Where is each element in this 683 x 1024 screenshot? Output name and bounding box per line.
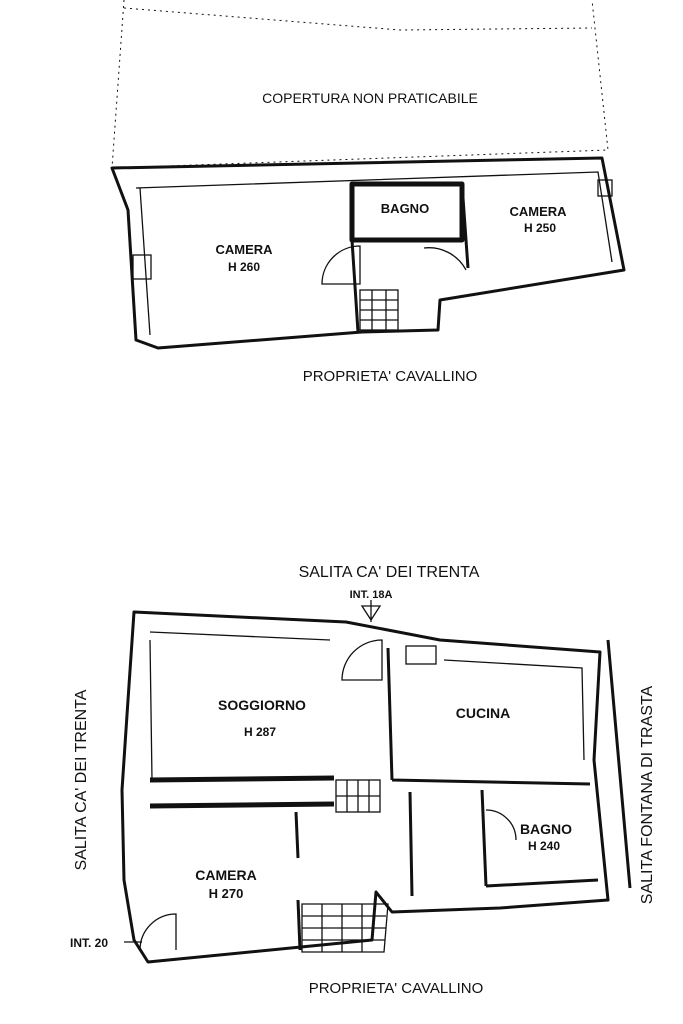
upper-partition (350, 183, 470, 333)
lower-door-bathroom (485, 809, 517, 841)
lower-floor-plan: SALITA CA' DEI TRENTA INT. 18A SALITA CA… (70, 564, 656, 997)
bedroom-height: H 270 (209, 886, 244, 901)
upper-inner-wall-line (135, 171, 613, 336)
lower-door-entrance (341, 639, 383, 681)
living-room-name: SOGGIORNO (218, 697, 306, 713)
roof-label: COPERTURA NON PRATICABILE (262, 90, 478, 106)
entrance-top-marker (360, 600, 382, 622)
upper-room-left-height: H 260 (228, 260, 260, 274)
upper-bathroom-walls (349, 181, 465, 243)
entrance-top-label: INT. 18A (350, 589, 393, 601)
street-left-label: SALITA CA' DEI TRENTA (73, 689, 90, 870)
bedroom-name: CAMERA (195, 867, 256, 883)
window-right (597, 179, 613, 197)
living-room-height: H 287 (244, 725, 276, 739)
upper-bathroom-label: BAGNO (381, 201, 429, 216)
lower-partition-living-bedroom (149, 775, 335, 809)
street-top-label: SALITA CA' DEI TRENTA (299, 564, 480, 581)
upper-door-swing-2 (423, 247, 467, 271)
lower-door-int20 (139, 913, 177, 951)
lower-landing (405, 645, 437, 665)
upper-room-left-name: CAMERA (215, 242, 273, 257)
lower-stairs-center (335, 779, 381, 813)
roof-outline (111, 0, 609, 169)
window-left (132, 254, 152, 280)
lower-stairs-bottom (301, 903, 389, 953)
street-right-label: SALITA FONTANA DI TRASTA (639, 685, 656, 904)
upper-room-right-name: CAMERA (509, 204, 567, 219)
lower-partition-living-kitchen (386, 647, 591, 786)
kitchen-name: CUCINA (456, 705, 510, 721)
lower-exterior-right (606, 639, 632, 889)
lower-neighbor-label: PROPRIETA' CAVALLINO (309, 980, 484, 997)
upper-neighbor-label: PROPRIETA' CAVALLINO (303, 368, 478, 385)
lower-bathroom-name: BAGNO (520, 821, 572, 837)
lower-partition-bedroom-door (294, 811, 302, 951)
upper-floor-plan: COPERTURA NON PRATICABILE BAGNO CAMERA H… (110, 0, 626, 385)
roof-outline-top (123, 7, 593, 31)
upper-stairs (359, 289, 399, 331)
lower-partition-bathroom (408, 789, 599, 897)
upper-room-right-height: H 250 (524, 221, 556, 235)
upper-exterior-wall (110, 156, 626, 350)
upper-door-swing (321, 245, 361, 285)
entrance-left-label: INT. 20 (70, 936, 108, 950)
lower-inner-wall-line (149, 631, 585, 781)
lower-bathroom-height: H 240 (528, 839, 560, 853)
lower-exterior-wall (120, 610, 610, 964)
